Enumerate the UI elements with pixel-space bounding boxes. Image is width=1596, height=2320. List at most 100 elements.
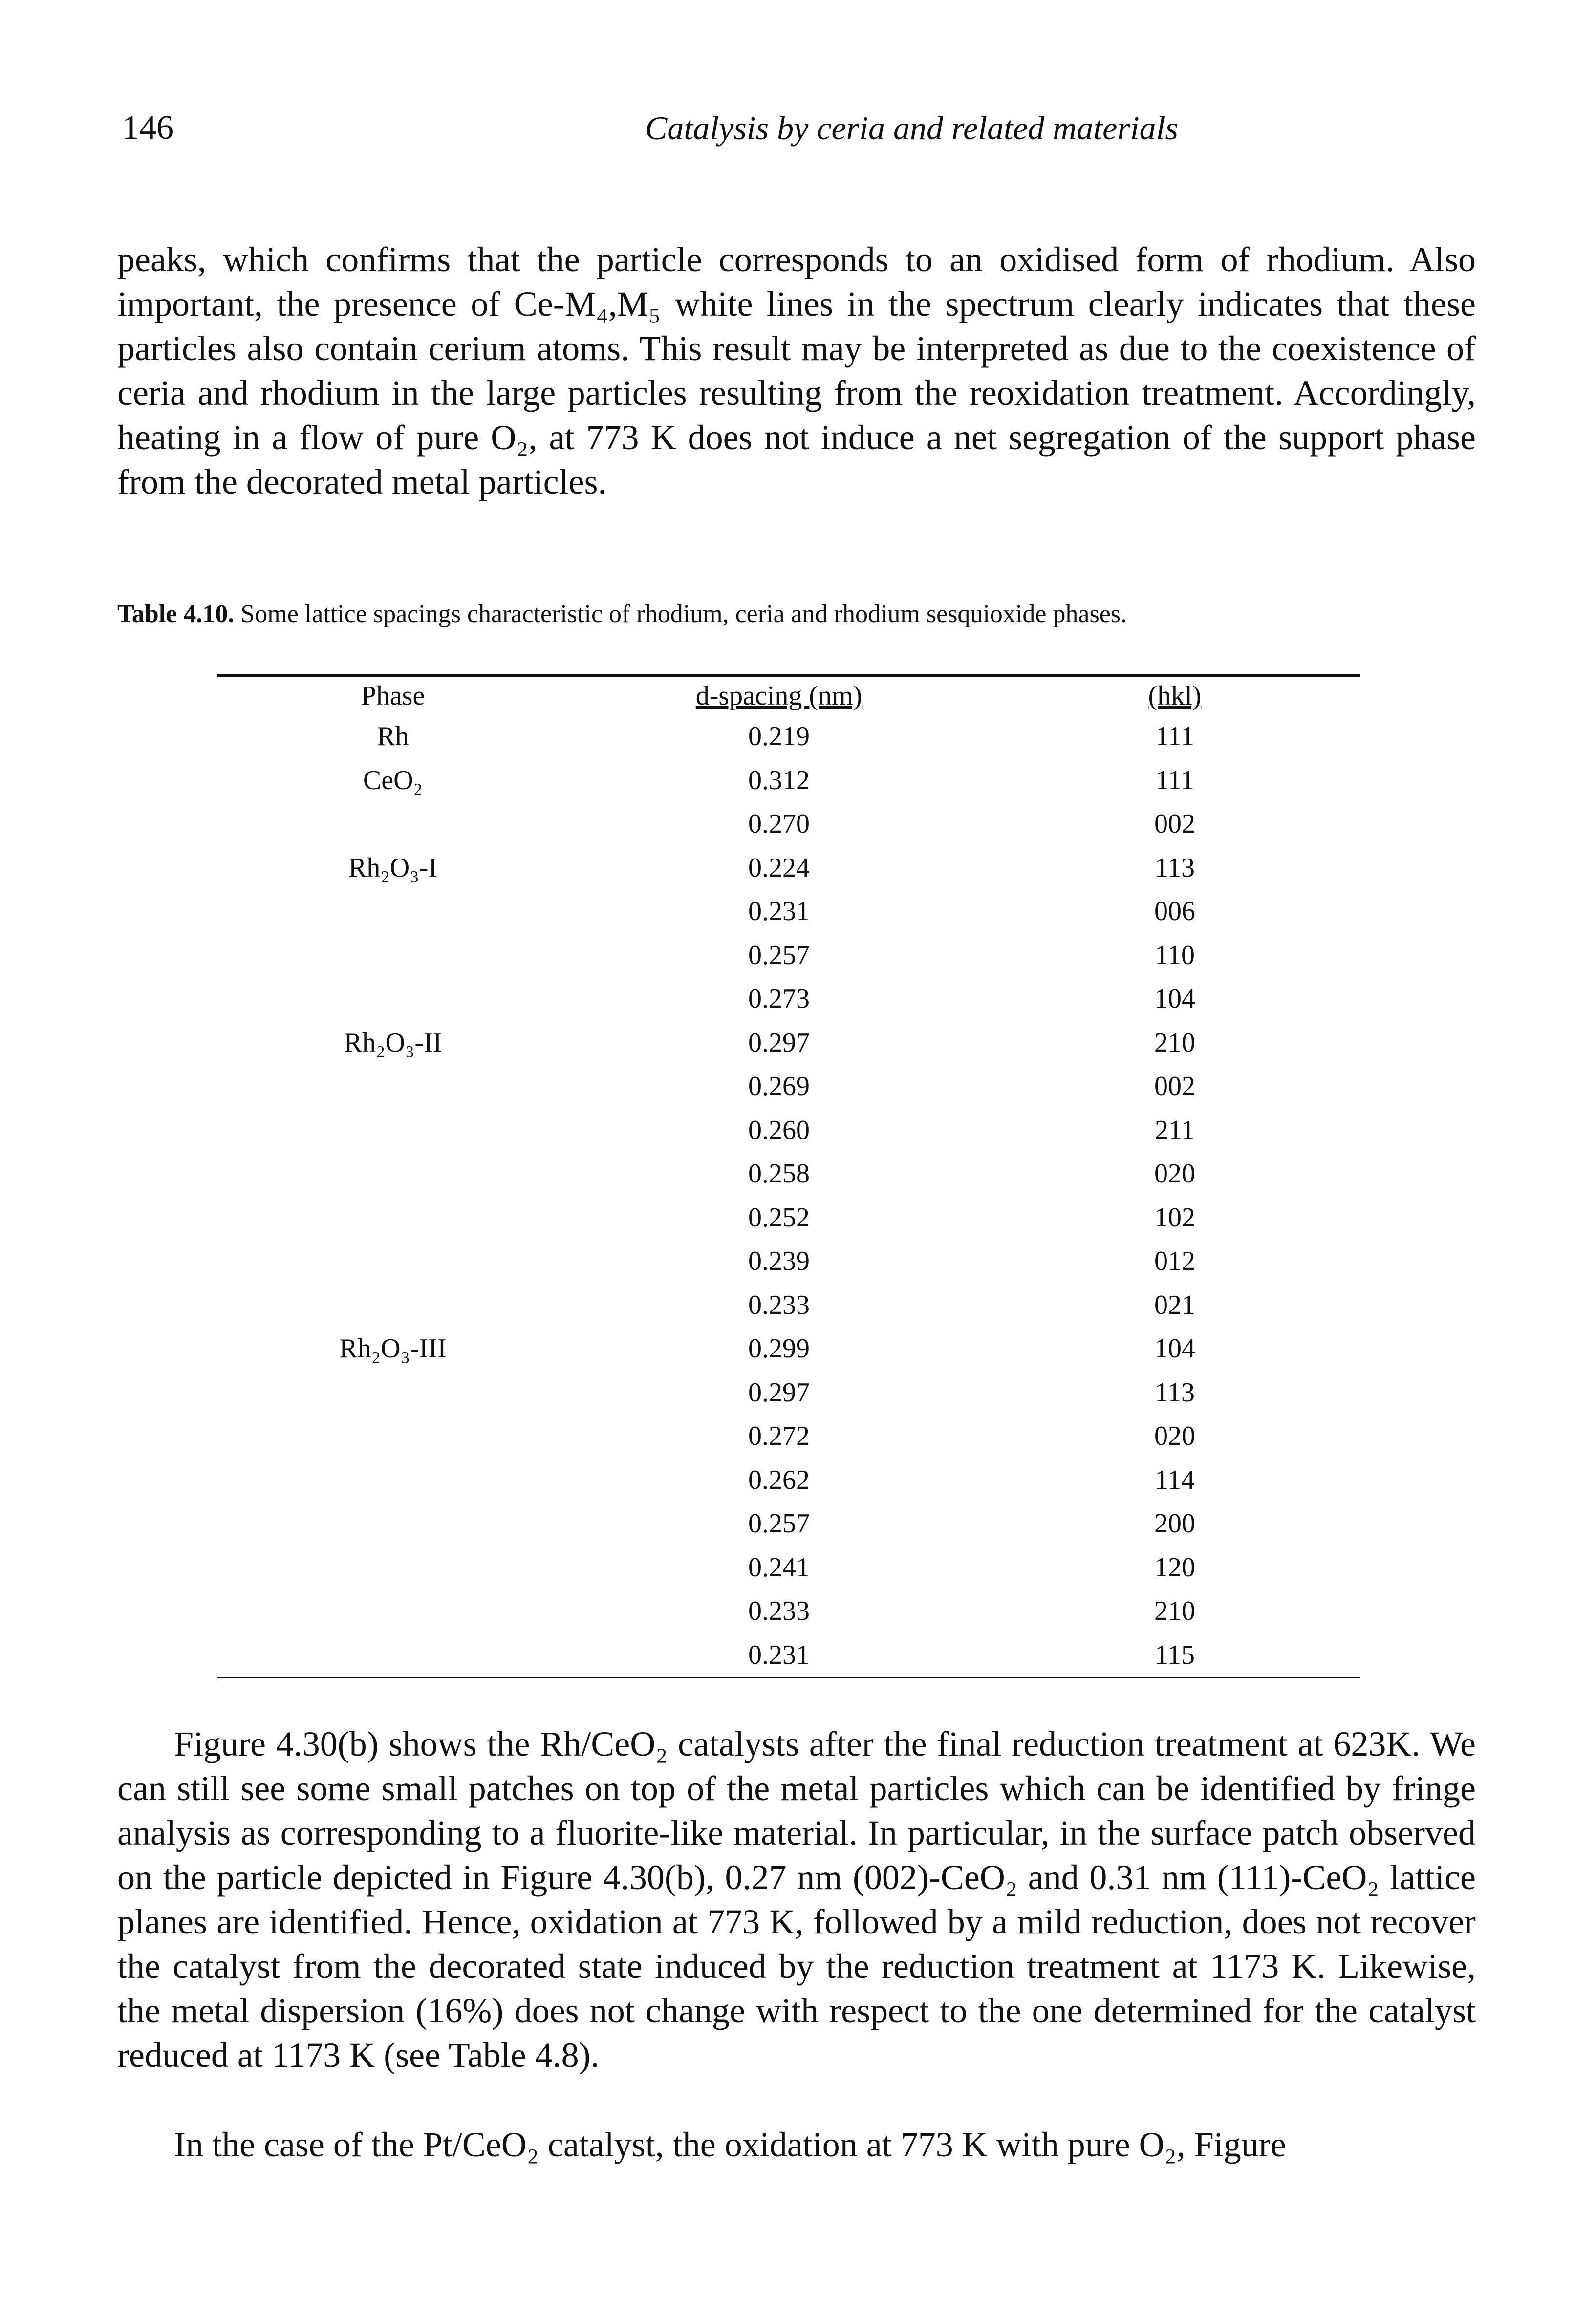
cell-phase: Rh — [377, 721, 409, 752]
header-d-spacing: d-spacing (nm) — [695, 681, 863, 711]
cell-hkl: 102 — [1154, 1202, 1195, 1233]
cell-d-spacing: 0.262 — [748, 1464, 810, 1495]
page-number: 146 — [122, 109, 173, 147]
cell-phase — [217, 1284, 569, 1328]
table-caption-label: Table 4.10. — [117, 600, 235, 628]
table-row: CeO₂ 0.312 111 — [217, 759, 1360, 803]
cell-d-spacing: 0.239 — [748, 1246, 810, 1276]
cell-phase — [217, 1371, 569, 1415]
cell-d-spacing: 0.224 — [748, 852, 810, 883]
table-row: 0.233 021 — [217, 1284, 1360, 1328]
header-hkl: (hkl) — [1148, 681, 1202, 711]
cell-d-spacing: 0.260 — [748, 1115, 810, 1145]
table-row: 0.273 104 — [217, 977, 1360, 1021]
header-hkl-cell: (hkl) — [989, 677, 1360, 715]
cell-hkl: 115 — [1155, 1639, 1195, 1670]
cell-phase: Rh₂O₃-III — [339, 1333, 447, 1364]
cell-phase — [217, 1502, 569, 1546]
table-row: 0.269 002 — [217, 1065, 1360, 1109]
header-d-spacing-cell: d-spacing (nm) — [569, 677, 989, 715]
cell-phase — [217, 1196, 569, 1240]
table-row: Rh₂O₃-II 0.297 210 — [217, 1021, 1360, 1065]
cell-hkl: 210 — [1154, 1027, 1195, 1058]
cell-hkl: 111 — [1155, 765, 1194, 795]
cell-phase — [217, 1065, 569, 1109]
cell-phase — [217, 1240, 569, 1284]
table-row: 0.257 200 — [217, 1502, 1360, 1546]
cell-d-spacing: 0.252 — [748, 1202, 810, 1233]
cell-d-spacing: 0.257 — [748, 1508, 810, 1539]
cell-phase: Rh₂O₃-II — [344, 1027, 442, 1058]
cell-phase — [217, 977, 569, 1021]
cell-phase — [217, 1109, 569, 1153]
cell-hkl: 020 — [1154, 1421, 1195, 1451]
table-row: 0.239 012 — [217, 1240, 1360, 1284]
table-row: 0.257 110 — [217, 934, 1360, 978]
table-row: 0.231 006 — [217, 890, 1360, 934]
cell-d-spacing: 0.219 — [748, 721, 810, 752]
cell-hkl: 002 — [1154, 1071, 1195, 1101]
cell-hkl: 012 — [1154, 1246, 1195, 1276]
cell-hkl: 006 — [1154, 896, 1195, 926]
cell-hkl: 113 — [1155, 1377, 1195, 1408]
table-caption: Table 4.10. Some lattice spacings charac… — [117, 597, 1476, 631]
cell-hkl: 020 — [1154, 1159, 1195, 1189]
table-row: 0.241 120 — [217, 1546, 1360, 1590]
cell-hkl: 111 — [1155, 721, 1194, 752]
cell-d-spacing: 0.241 — [748, 1552, 810, 1583]
cell-hkl: 113 — [1155, 852, 1195, 883]
cell-d-spacing: 0.270 — [748, 809, 810, 839]
body-paragraph: peaks, which confirms that the particle … — [117, 240, 1476, 501]
cell-d-spacing: 0.231 — [748, 1639, 810, 1670]
table-row: 0.297 113 — [217, 1371, 1360, 1415]
cell-hkl: 200 — [1154, 1508, 1195, 1539]
cell-hkl: 104 — [1154, 984, 1195, 1014]
cell-d-spacing: 0.273 — [748, 984, 810, 1014]
table-bottom-rule — [217, 1677, 1360, 1678]
body-paragraph: In the case of the Pt/CeO₂ catalyst, the… — [174, 2125, 1286, 2164]
table-top-rule — [217, 674, 1360, 677]
table-row: 0.252 102 — [217, 1196, 1360, 1240]
cell-hkl: 104 — [1154, 1333, 1195, 1364]
cell-hkl: 120 — [1154, 1552, 1195, 1583]
cell-d-spacing: 0.258 — [748, 1159, 810, 1189]
cell-d-spacing: 0.231 — [748, 896, 810, 926]
cell-d-spacing: 0.297 — [748, 1027, 810, 1058]
cell-phase — [217, 802, 569, 846]
cell-hkl: 021 — [1154, 1289, 1195, 1320]
cell-hkl: 002 — [1154, 809, 1195, 839]
cell-d-spacing: 0.299 — [748, 1333, 810, 1364]
table-row: 0.233 210 — [217, 1590, 1360, 1633]
table-row: 0.270 002 — [217, 802, 1360, 846]
cell-phase — [217, 1546, 569, 1590]
cell-phase — [217, 1459, 569, 1503]
cell-d-spacing: 0.257 — [748, 940, 810, 970]
cell-phase — [217, 1590, 569, 1633]
cell-phase — [217, 1415, 569, 1459]
table-row: Rh₂O₃-III 0.299 104 — [217, 1327, 1360, 1371]
cell-phase — [217, 890, 569, 934]
cell-hkl: 211 — [1155, 1115, 1195, 1145]
cell-d-spacing: 0.272 — [748, 1421, 810, 1451]
cell-hkl: 110 — [1155, 940, 1195, 970]
cell-d-spacing: 0.233 — [748, 1596, 810, 1626]
cell-phase: CeO₂ — [363, 765, 423, 795]
page-header: 146 Catalysis by ceria and related mater… — [117, 108, 1476, 148]
cell-d-spacing: 0.312 — [748, 765, 810, 795]
table-row: 0.231 115 — [217, 1633, 1360, 1677]
cell-phase — [217, 934, 569, 978]
cell-phase — [217, 1633, 569, 1677]
running-title: Catalysis by ceria and related materials — [645, 109, 1179, 147]
cell-d-spacing: 0.233 — [748, 1289, 810, 1320]
cell-phase: Rh₂O₃-I — [348, 852, 438, 883]
cell-hkl: 210 — [1154, 1596, 1195, 1626]
cell-d-spacing: 0.297 — [748, 1377, 810, 1408]
body-paragraph: Figure 4.30(b) shows the Rh/CeO₂ catalys… — [117, 1724, 1476, 2075]
table-row: Rh 0.219 111 — [217, 715, 1360, 759]
header-phase: Phase — [361, 681, 425, 711]
cell-d-spacing: 0.269 — [748, 1071, 810, 1101]
table-header-row: Phase d-spacing (nm) (hkl) — [217, 677, 1360, 715]
